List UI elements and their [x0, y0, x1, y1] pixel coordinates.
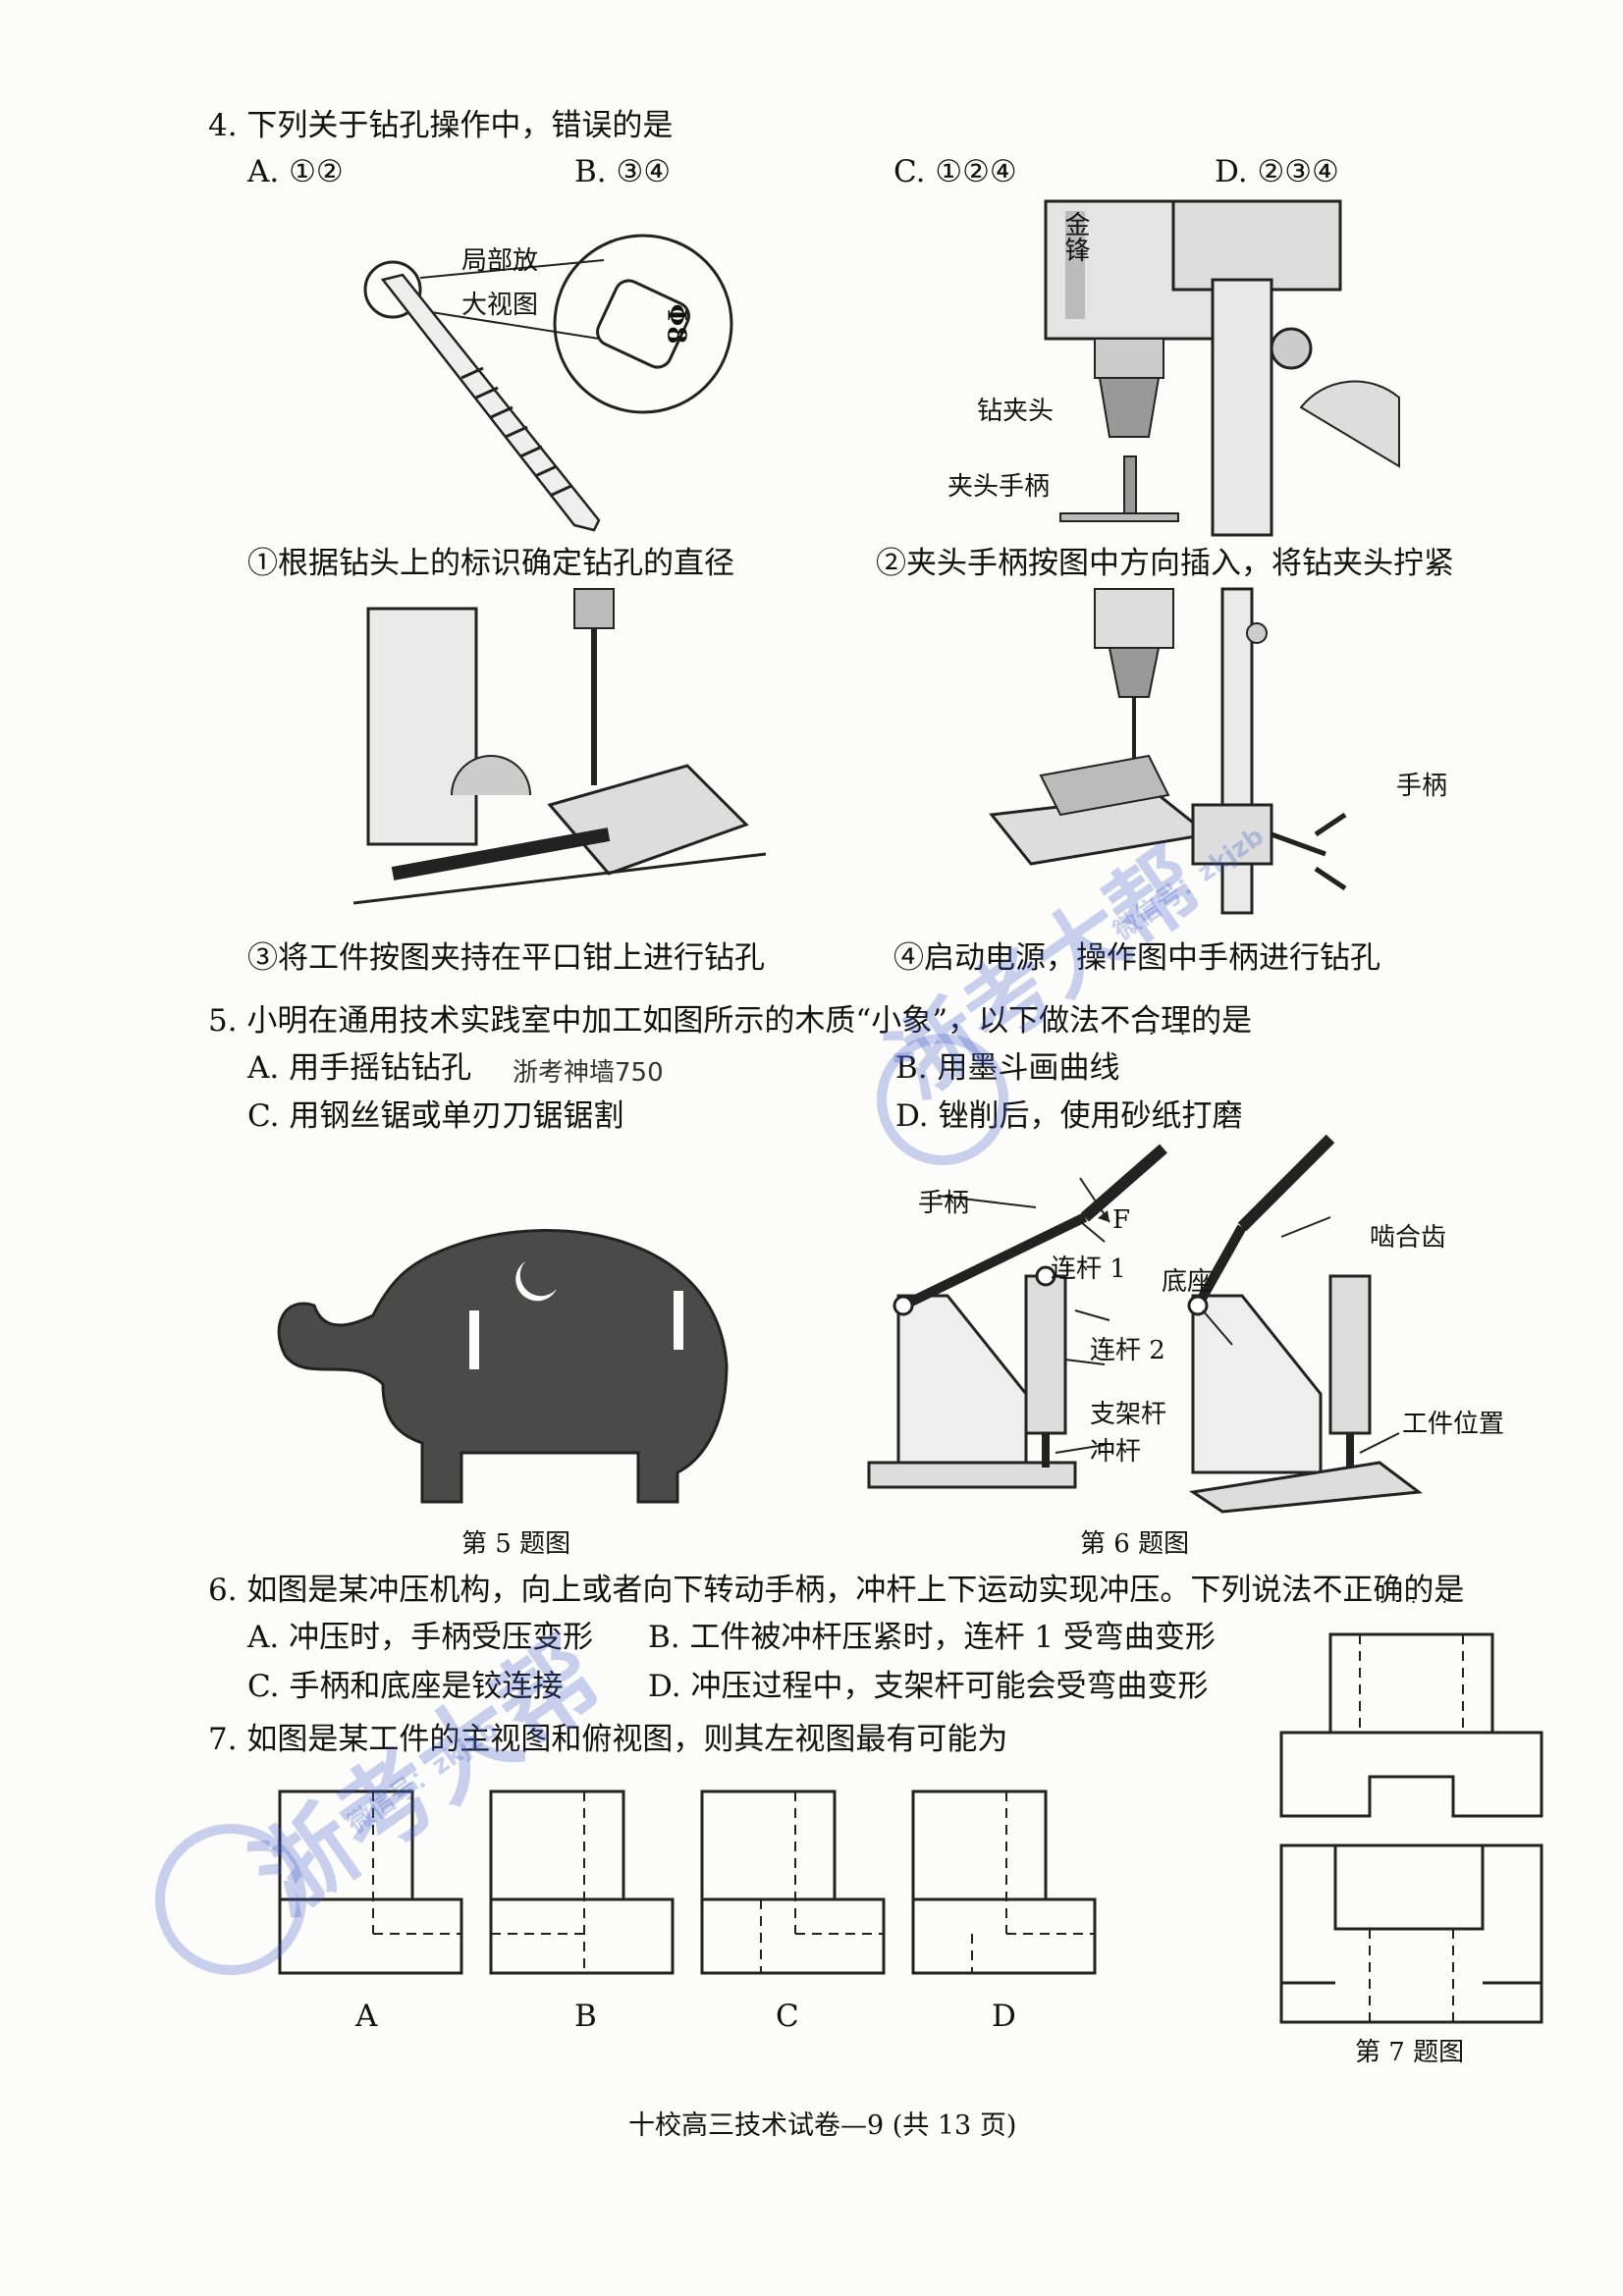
- fig7-caption: 第 7 题图: [1355, 2038, 1465, 2067]
- handle-label-q4: 手柄: [1396, 772, 1448, 801]
- q4-option-d: D. ②③④: [1215, 154, 1339, 189]
- q5-option-d: D. 锉削后，使用砂纸打磨: [895, 1098, 1243, 1134]
- link1-label: 连杆 1: [1051, 1255, 1126, 1284]
- q7-choice-d-drawing: [911, 1789, 1097, 1975]
- q4-option-a: A. ①②: [247, 154, 344, 189]
- punch-label: 冲杆: [1090, 1437, 1142, 1467]
- q6-stem: 6. 如图是某冲压机构，向上或者向下转动手柄，冲杆上下运动实现冲压。下列说法不正…: [208, 1573, 1465, 1608]
- q4-caption-2: ②夹头手柄按图中方向插入，将钻夹头拧紧: [876, 546, 1454, 581]
- q5-emphasis-dots: ···: [1149, 1024, 1243, 1044]
- drill-press-chuck-figure: [1044, 199, 1400, 537]
- q7-choice-a-drawing: [278, 1789, 463, 1975]
- chuck-label: 钻夹头: [977, 397, 1055, 426]
- q4-option-b: B. ③④: [574, 154, 672, 189]
- q5-option-a: A. 用手摇钻钻孔: [247, 1050, 472, 1086]
- q6-option-d: D. 冲压过程中，支架杆可能会受弯曲变形: [648, 1669, 1209, 1704]
- q4-option-c: C. ①②④: [893, 154, 1017, 189]
- fig6-caption: 第 6 题图: [1080, 1529, 1190, 1559]
- q5-stem: 5. 小明在通用技术实践室中加工如图所示的木质“小象”，以下做法不合理的是: [208, 1003, 1253, 1039]
- workpiece-position-label: 工件位置: [1402, 1410, 1505, 1439]
- q7-choice-d-label: D: [992, 1999, 1016, 2034]
- zoom-label-2: 大视图: [461, 291, 539, 320]
- q4-caption-3: ③将工件按图夹持在平口钳上进行钻孔: [247, 940, 765, 976]
- q7-stem: 7. 如图是某工件的主视图和俯视图，则其左视图最有可能为: [208, 1722, 1008, 1757]
- q7-given-views-drawing: [1279, 1632, 1543, 2024]
- brand-label: 金锋: [1060, 211, 1090, 262]
- drill-bit-figure: [363, 234, 733, 532]
- handle-label-q6: 手柄: [918, 1189, 970, 1218]
- q5-option-c: C. 用钢丝锯或单刃刀锯锯割: [247, 1098, 624, 1134]
- vise-drilling-figure: [352, 588, 767, 905]
- support-label: 支架杆: [1090, 1400, 1167, 1429]
- elephant-figure: [277, 1229, 729, 1504]
- q4-stem: 4. 下列关于钻孔操作中，错误的是: [208, 108, 674, 143]
- mesh-teeth-label: 啮合齿: [1370, 1223, 1447, 1253]
- zoom-label-1: 局部放: [461, 246, 539, 276]
- q7-choice-a-label: A: [355, 1999, 378, 2034]
- page-footer: 十校高三技术试卷—9 (共 13 页): [628, 2110, 1017, 2141]
- q6-option-a: A. 冲压时，手柄受压变形: [247, 1620, 594, 1655]
- watermark-logo-icon-top: [877, 1034, 1008, 1165]
- base-label: 底座: [1162, 1267, 1214, 1297]
- q7-choice-b-label: B: [574, 1999, 597, 2034]
- q4-caption-4: ④启动电源，操作图中手柄进行钻孔: [893, 940, 1380, 976]
- q6-emphasis-dots: ···: [1380, 1592, 1474, 1613]
- watermark-logo-icon: [155, 1824, 306, 1975]
- q7-choice-b-drawing: [489, 1789, 675, 1975]
- drill-press-handle-figure: [989, 587, 1347, 915]
- chuck-handle-label: 夹头手柄: [947, 472, 1051, 502]
- bit-diameter-mark: Φ8: [661, 303, 691, 345]
- q7-choice-c-label: C: [776, 1999, 799, 2034]
- force-label: F: [1112, 1205, 1131, 1235]
- q7-choice-c-drawing: [700, 1789, 886, 1975]
- stamping-mechanism-figure: [867, 1134, 1423, 1514]
- link2-label: 连杆 2: [1090, 1336, 1165, 1365]
- overlay-note: 浙考神墙750: [513, 1058, 664, 1088]
- q5-option-b: B. 用墨斗画曲线: [895, 1050, 1120, 1086]
- q6-option-b: B. 工件被冲杆压紧时，连杆 1 受弯曲变形: [648, 1620, 1216, 1655]
- fig5-caption: 第 5 题图: [461, 1529, 571, 1559]
- q6-option-c: C. 手柄和底座是铰连接: [247, 1669, 564, 1704]
- q4-caption-1: ①根据钻头上的标识确定钻孔的直径: [247, 546, 734, 581]
